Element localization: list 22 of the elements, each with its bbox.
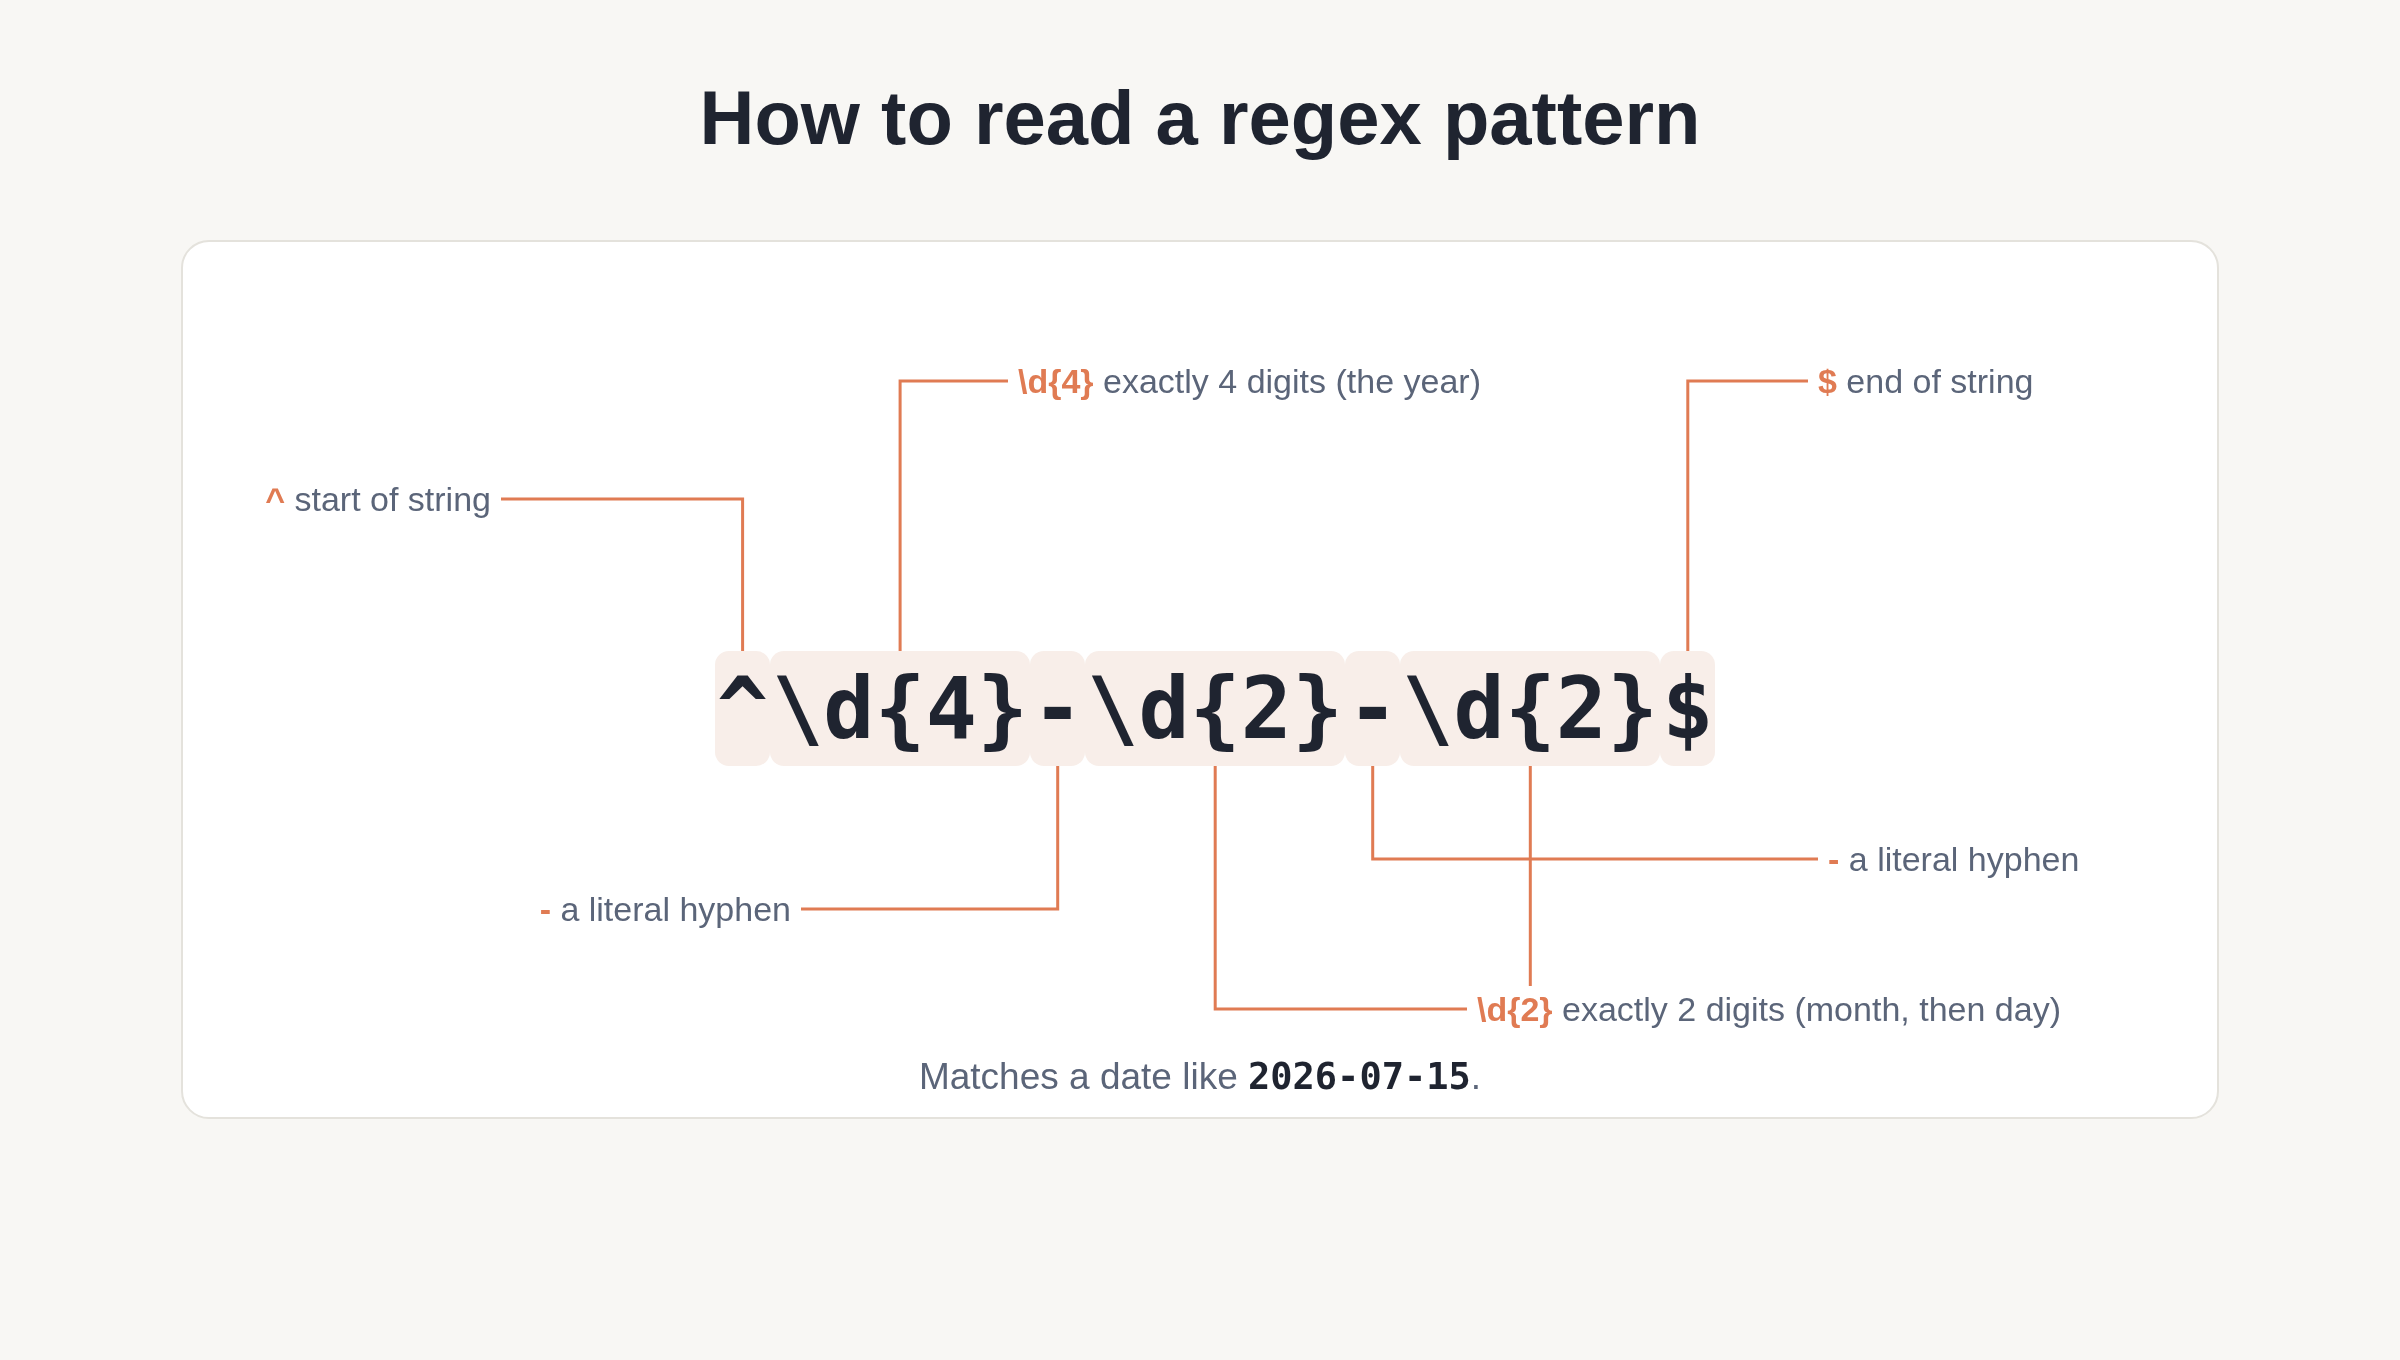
leader-line — [1686, 379, 1808, 651]
regex-token: \d{2} — [1400, 651, 1661, 766]
regex-token: \d{4} — [770, 651, 1031, 766]
leader-line — [501, 497, 745, 651]
leader-line — [801, 766, 1060, 911]
annotation-label: \d{4} exactly 4 digits (the year) — [1008, 358, 1491, 404]
annotation-label: $ end of string — [1808, 358, 2044, 404]
title: How to read a regex pattern — [699, 76, 1701, 160]
regex-token: $ — [1660, 651, 1716, 766]
annotation-label: \d{2} exactly 2 digits (month, then day) — [1467, 986, 2071, 1032]
regex-token: - — [1030, 651, 1086, 766]
leader-line — [1528, 766, 1532, 986]
leader-line — [1213, 766, 1467, 1011]
leader-line — [1371, 766, 1818, 861]
regex-token: \d{2} — [1085, 651, 1346, 766]
annotation-label: - a literal hyphen — [529, 886, 801, 932]
regex-token: ^ — [715, 651, 771, 766]
caption-text: Matches a date like 2026-07-15. — [918, 1055, 1482, 1099]
annotation-label: - a literal hyphen — [1818, 836, 2090, 882]
annotation-label: ^ start of string — [255, 476, 501, 522]
regex-token: - — [1345, 651, 1401, 766]
leader-line — [898, 379, 1008, 651]
